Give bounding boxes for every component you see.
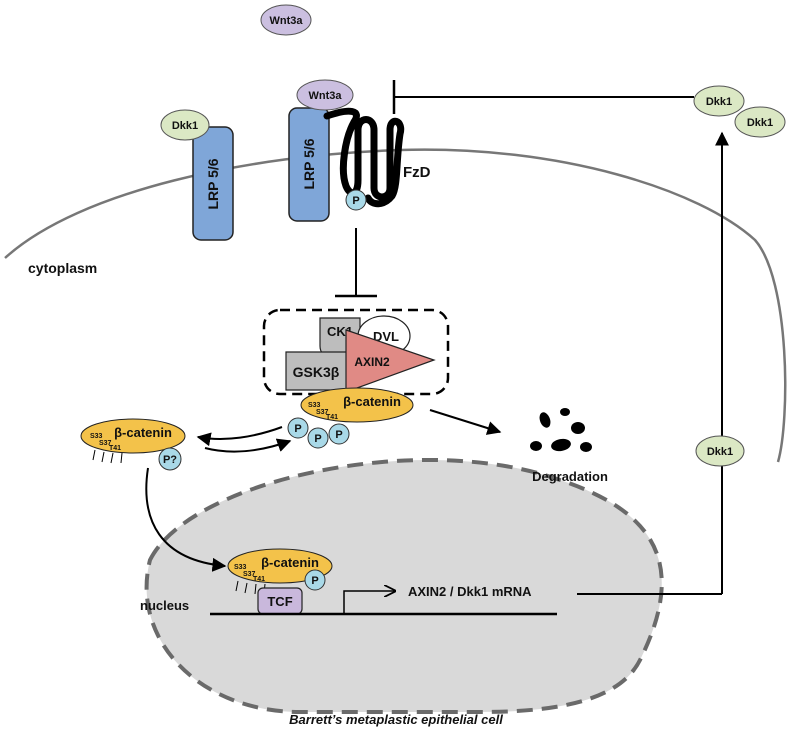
phospho-complex-3 <box>328 423 350 445</box>
fzd-phospho <box>345 189 367 211</box>
phospho-uncertain <box>158 447 182 471</box>
beta-catenin-nuclear-label: β-catenin <box>261 555 319 570</box>
site-s33-free: S33 <box>90 433 103 440</box>
axin2-label: AXIN2 <box>354 355 390 369</box>
dkk1-secreted-2-label: Dkk1 <box>747 117 773 129</box>
beta-catenin-free-label: β-catenin <box>114 425 172 440</box>
site-s33-complex: S33 <box>308 402 321 409</box>
lrp-receptor-right <box>288 107 330 222</box>
dkk1-transport-label: Dkk1 <box>707 446 733 458</box>
transcript-label: AXIN2 / Dkk1 mRNA <box>408 584 532 599</box>
beta-catenin-free-sticks <box>92 449 123 464</box>
dkk1-transport <box>695 435 745 467</box>
beta-catenin-complex <box>300 387 414 423</box>
degradation-arrow <box>429 409 502 435</box>
site-t41-free: T41 <box>109 445 121 452</box>
axin2-protein <box>345 329 436 393</box>
phospho-complex-2-label: P <box>314 433 321 445</box>
wnt3a-free-label: Wnt3a <box>270 15 304 27</box>
dkk1-secreted-1-label: Dkk1 <box>706 96 732 108</box>
dkk1-secreted-2 <box>734 106 786 138</box>
cell-membrane <box>4 148 787 463</box>
site-s37-nuclear: S37 <box>243 571 256 578</box>
frizzled-receptor <box>323 107 405 208</box>
site-t41-nuclear: T41 <box>253 576 265 583</box>
phospho-nuclear-label: P <box>311 575 318 587</box>
wnt3a-free <box>260 4 312 36</box>
dkk1-on-receptor-label: Dkk1 <box>172 120 198 132</box>
beta-catenin-nuclear <box>227 548 333 584</box>
fzd-phospho-label: P <box>352 195 359 207</box>
dvl-label: DVL <box>373 329 399 344</box>
frizzled-label: FzD <box>403 164 431 181</box>
wnt3a-bound <box>296 79 354 111</box>
lrp-receptor-left <box>192 126 234 241</box>
dkk1-on-receptor <box>160 109 210 141</box>
wnt3a-bound-label: Wnt3a <box>309 90 343 102</box>
site-s37-complex: S37 <box>316 409 329 416</box>
degradation-label: Degradation <box>532 469 608 484</box>
equilibrium-arrow-left <box>196 426 283 447</box>
cytoplasm-label: cytoplasm <box>28 260 97 276</box>
nucleus-membrane <box>144 457 664 714</box>
equilibrium-arrow-right <box>204 438 292 453</box>
tcf-label: TCF <box>267 594 292 609</box>
beta-catenin-complex-label: β-catenin <box>343 394 401 409</box>
degradation-fragments <box>530 408 592 452</box>
beta-catenin-free <box>80 418 186 454</box>
phospho-complex-1-label: P <box>294 423 301 435</box>
lrp-left-label: LRP 5/6 <box>205 158 221 209</box>
phospho-complex-1 <box>287 417 309 439</box>
site-s37-free: S37 <box>99 440 112 447</box>
nucleus-label: nucleus <box>140 598 189 613</box>
gsk3b-label: GSK3β <box>293 364 340 380</box>
site-t41-complex: T41 <box>326 414 338 421</box>
site-s33-nuclear: S33 <box>234 564 247 571</box>
lrp-right-label: LRP 5/6 <box>301 138 317 189</box>
dkk1-secreted-1 <box>693 85 745 117</box>
phospho-complex-3-label: P <box>335 429 342 441</box>
figure-caption: Barrett’s metaplastic epithelial cell <box>289 712 503 727</box>
phospho-complex-2 <box>307 427 329 449</box>
phospho-nuclear <box>304 569 326 591</box>
transcription-start-arrow <box>343 591 395 614</box>
nuclear-translocation-arrow <box>145 467 227 572</box>
phospho-uncertain-label: P? <box>163 454 177 466</box>
